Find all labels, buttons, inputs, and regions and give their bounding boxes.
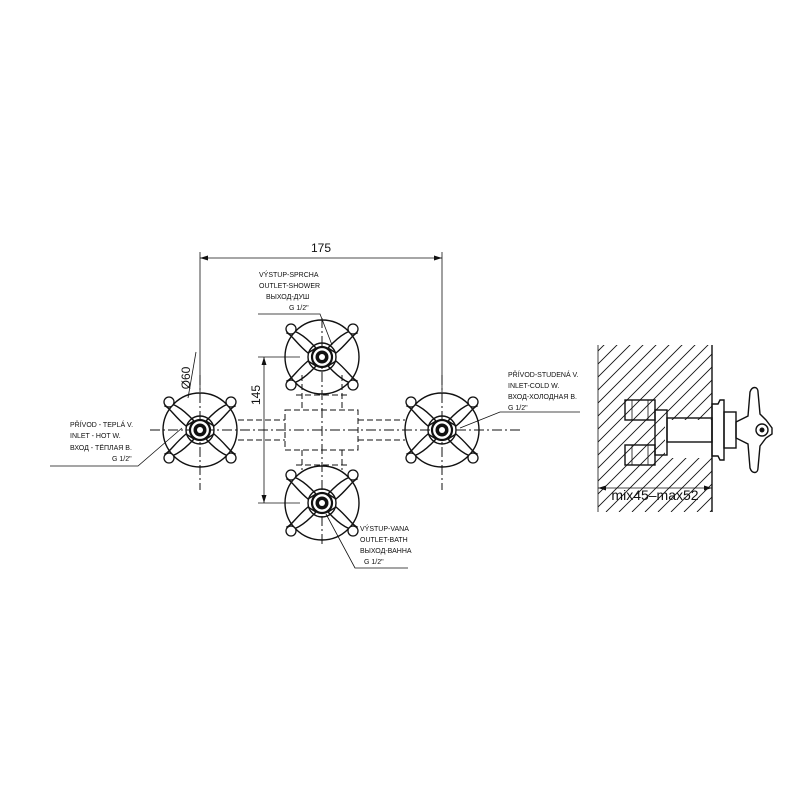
hatch-line <box>398 342 568 512</box>
label-cold-line3: ВХОД-ХОЛОДНАЯ В. <box>508 394 577 401</box>
hatch-line <box>598 345 699 512</box>
label-shower: VÝSTUP-SPRCHA OUTLET-SHOWER ВЫХОД-ДУШ G … <box>258 270 333 346</box>
label-bath: VÝSTUP-VANA OUTLET-BATH ВЫХОД-ВАННА G 1/… <box>325 513 412 569</box>
hatch-line <box>683 345 712 512</box>
label-cold-line2: INLET-COLD W. <box>508 383 559 390</box>
dimension-diameter-label: Ø60 <box>179 366 193 389</box>
label-hot-line3: ВХОД - ТЁПЛАЯ В. <box>70 444 132 452</box>
label-hot-line2: INLET - HOT W. <box>70 433 121 440</box>
label-bath-line1: VÝSTUP-VANA <box>360 524 409 533</box>
hatch-line <box>775 342 800 512</box>
hatch-line <box>657 345 712 512</box>
hatch-line <box>598 345 660 512</box>
label-cold-line1: PŘÍVOD-STUDENÁ V. <box>508 370 579 379</box>
label-shower-line3: ВЫХОД-ДУШ <box>266 294 309 301</box>
label-hot-line4: G 1/2" <box>112 456 132 463</box>
hatch-line <box>598 345 712 512</box>
wall-hatching <box>398 342 800 512</box>
dimension-175: 175 <box>199 241 443 392</box>
side-view: mix45–max52 <box>398 342 800 512</box>
dimension-height-label: 145 <box>249 385 263 405</box>
label-hot-line1: PŘÍVOD - TEPLÁ V. <box>70 420 133 429</box>
hidden-body-outline <box>238 375 405 470</box>
hatch-line <box>598 345 686 512</box>
label-hot: PŘÍVOD - TEPLÁ V. INLET - HOT W. ВХОД - … <box>50 420 183 467</box>
hatch-line <box>723 342 800 512</box>
dimension-diameter: Ø60 <box>179 351 197 399</box>
label-bath-line2: OUTLET-BATH <box>360 537 408 544</box>
dimension-width-label: 175 <box>311 241 331 255</box>
label-shower-line2: OUTLET-SHOWER <box>259 283 320 290</box>
hatch-line <box>598 345 712 512</box>
hatch-line <box>598 345 712 512</box>
hatch-line <box>598 345 621 512</box>
hatch-line <box>644 345 712 512</box>
label-shower-line4: G 1/2" <box>289 305 309 312</box>
label-cold-line4: G 1/2" <box>508 405 528 412</box>
hatch-line <box>788 342 800 512</box>
hatch-line <box>736 342 800 512</box>
dimension-145: 145 <box>249 356 300 504</box>
hatch-line <box>670 345 712 512</box>
label-bath-line3: ВЫХОД-ВАННА <box>360 548 412 555</box>
hatch-line <box>631 345 712 512</box>
hatch-line <box>598 345 673 512</box>
hatch-line <box>598 345 634 512</box>
dimension-depth-label: mix45–max52 <box>611 487 698 503</box>
hatch-line <box>598 345 647 512</box>
label-shower-line1: VÝSTUP-SPRCHA <box>259 270 319 279</box>
label-bath-line4: G 1/2" <box>364 559 384 566</box>
hatch-line <box>598 345 712 512</box>
label-cold: PŘÍVOD-STUDENÁ V. INLET-COLD W. ВХОД-ХОЛ… <box>459 370 580 429</box>
